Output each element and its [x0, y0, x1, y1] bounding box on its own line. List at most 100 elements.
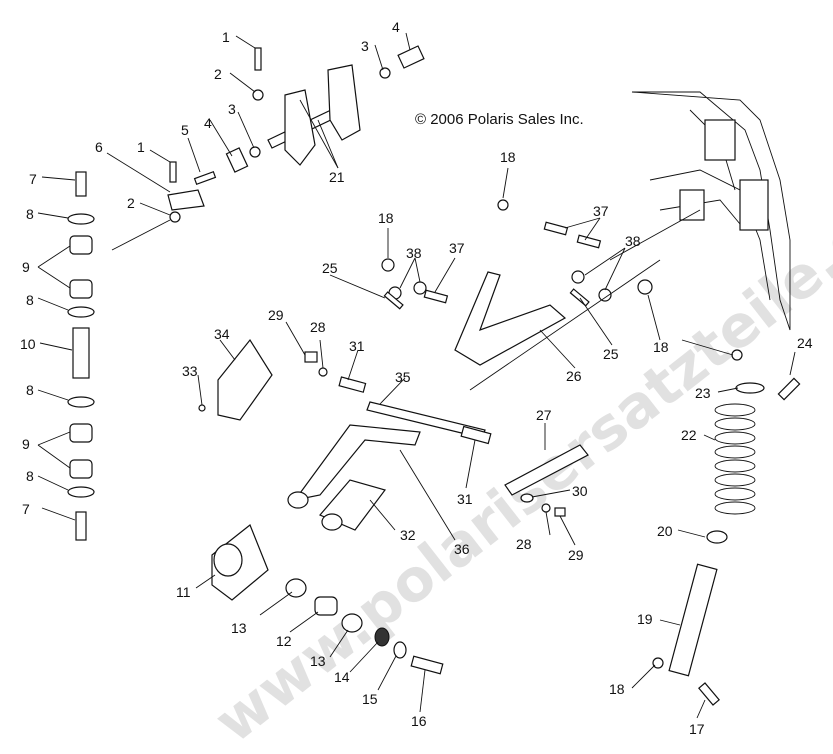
- callout-17: 17: [689, 721, 705, 737]
- lower-arm-pivot: [321, 513, 343, 531]
- bearing-13: [341, 613, 363, 633]
- pivot-bracket-right: [327, 64, 361, 141]
- callout-numbers: 1 1 2 2 3 3 4 4 5 6 7 7 8 8 8 8 9 9 10 1…: [20, 19, 813, 737]
- callout-35: 35: [395, 369, 411, 385]
- bolt-16: [410, 655, 444, 675]
- callout-18: 18: [609, 681, 625, 697]
- spring-retainer-23: [735, 382, 765, 394]
- callout-13: 13: [310, 653, 326, 669]
- washer-8: [67, 486, 95, 498]
- frame-bracket: [679, 189, 705, 221]
- seal-14: [374, 627, 390, 647]
- callout-18: 18: [500, 149, 516, 165]
- callout-36: 36: [454, 541, 470, 557]
- bushing-38: [571, 270, 585, 284]
- callout-15: 15: [362, 691, 378, 707]
- callout-28: 28: [310, 319, 326, 335]
- callout-5: 5: [181, 122, 189, 138]
- callout-4: 4: [204, 115, 212, 131]
- callout-14: 14: [334, 669, 350, 685]
- upper-control-arm: [381, 199, 743, 669]
- callout-18: 18: [378, 210, 394, 226]
- callout-31: 31: [349, 338, 365, 354]
- nut-2: [169, 211, 181, 223]
- bushing-38: [413, 281, 427, 295]
- bolt-37: [423, 289, 449, 304]
- bolt-1: [254, 47, 262, 71]
- callout-37: 37: [593, 203, 609, 219]
- callout-8: 8: [26, 292, 34, 308]
- washer-3: [379, 67, 391, 79]
- callout-24: 24: [797, 335, 813, 351]
- bushing-9: [69, 235, 93, 255]
- callout-25: 25: [603, 346, 619, 362]
- nut-28: [541, 503, 551, 513]
- frame-bracket: [704, 119, 736, 161]
- sleeve-10: [72, 327, 90, 379]
- callout-34: 34: [214, 326, 230, 342]
- bolt-7: [75, 171, 87, 197]
- callout-32: 32: [400, 527, 416, 543]
- bushing-4: [225, 147, 249, 173]
- pin-25: [569, 288, 590, 307]
- callout-29: 29: [268, 307, 284, 323]
- bolt-29: [554, 507, 566, 517]
- callout-8: 8: [26, 206, 34, 222]
- callout-6: 6: [95, 139, 103, 155]
- bushing-31: [338, 376, 367, 393]
- frame-bracket: [739, 179, 769, 231]
- bolt-24: [777, 377, 801, 401]
- spring-22: [714, 403, 756, 515]
- callout-11: 11: [176, 584, 191, 600]
- bolt-29: [304, 351, 318, 363]
- spring-seat-20: [706, 530, 728, 544]
- bushing-31: [460, 425, 492, 445]
- pin-5: [193, 170, 217, 186]
- leader-lines: [37, 32, 796, 719]
- lower-arm-32: [293, 424, 421, 501]
- callout-4: 4: [392, 19, 400, 35]
- callout-26: 26: [566, 368, 582, 384]
- bushing-9: [69, 279, 93, 299]
- callout-27: 27: [536, 407, 552, 423]
- callout-9: 9: [22, 259, 30, 275]
- callout-29: 29: [568, 547, 584, 563]
- washer-8: [67, 396, 95, 408]
- spacer-12: [314, 596, 338, 616]
- screw-33: [198, 404, 206, 412]
- shock-assembly: [668, 377, 801, 706]
- callout-8: 8: [26, 468, 34, 484]
- bolt-37: [543, 221, 569, 236]
- washer-30: [520, 493, 534, 503]
- callout-9: 9: [22, 436, 30, 452]
- callout-30: 30: [572, 483, 588, 499]
- bushing-9: [69, 459, 93, 479]
- washer-3: [249, 146, 261, 158]
- callout-16: 16: [411, 713, 427, 729]
- lower-control-arm-assembly: [198, 338, 589, 531]
- callout-37: 37: [449, 240, 465, 256]
- control-arm-26: [454, 271, 567, 366]
- nut-18: [381, 258, 395, 272]
- bolt-17: [698, 682, 720, 706]
- nut-18: [652, 657, 664, 669]
- callout-7: 7: [22, 501, 30, 517]
- washer-8: [67, 306, 95, 318]
- callout-12: 12: [276, 633, 292, 649]
- washer-15: [393, 641, 407, 659]
- callout-28: 28: [516, 536, 532, 552]
- callout-25: 25: [322, 260, 338, 276]
- callout-3: 3: [361, 38, 369, 54]
- callout-38: 38: [406, 245, 422, 261]
- watermark: www.polarisersatzteile.de: [202, 176, 833, 754]
- callout-10: 10: [20, 336, 36, 352]
- callout-7: 7: [29, 171, 37, 187]
- callout-1: 1: [222, 29, 230, 45]
- bushing-4: [397, 45, 425, 69]
- callout-20: 20: [657, 523, 673, 539]
- bushing-9: [69, 423, 93, 443]
- spindle-bore: [213, 543, 243, 577]
- pivot-shaft-assembly: [167, 45, 425, 223]
